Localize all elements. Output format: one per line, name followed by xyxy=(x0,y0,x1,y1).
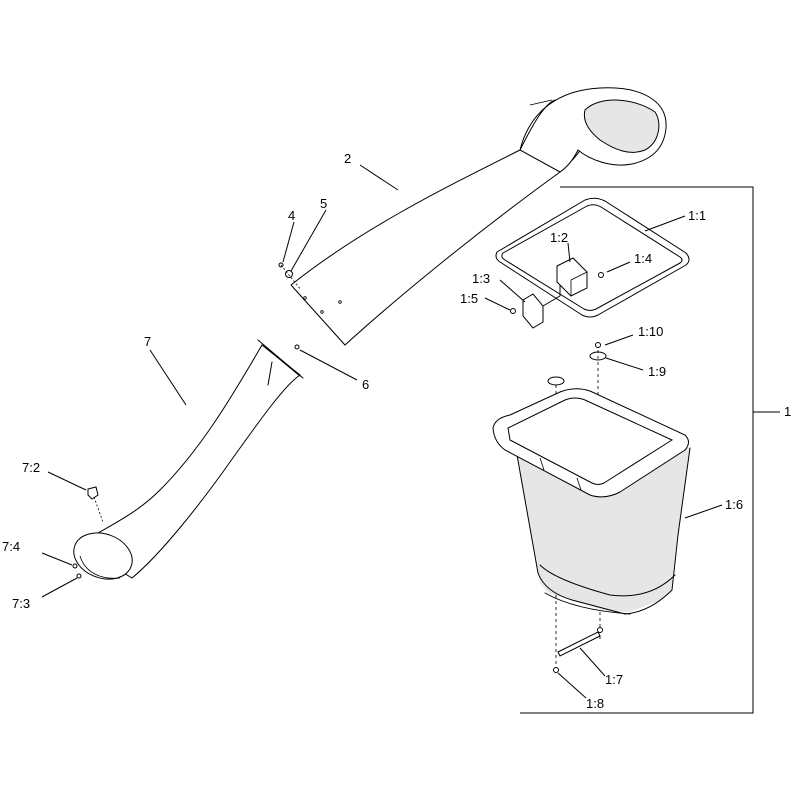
bag-frame-part xyxy=(495,197,690,329)
callout-6: 6 xyxy=(362,377,369,392)
callout-1-1: 1:1 xyxy=(688,208,706,223)
callout-5: 5 xyxy=(320,196,327,211)
callout-1-10: 1:10 xyxy=(638,324,663,339)
callout-labels: 2 4 5 6 7 7:2 7:4 7:3 1:1 1:2 1:4 1:3 1:… xyxy=(2,151,791,711)
collection-bag-part xyxy=(492,388,691,615)
callout-7-4: 7:4 xyxy=(2,539,20,554)
hardware xyxy=(72,262,302,579)
callout-1-5: 1:5 xyxy=(460,291,478,306)
callout-1-7: 1:7 xyxy=(605,672,623,687)
callout-7-2: 7:2 xyxy=(22,460,40,475)
callout-7-3: 7:3 xyxy=(12,596,30,611)
callout-1-2: 1:2 xyxy=(550,230,568,245)
callout-1-6: 1:6 xyxy=(725,497,743,512)
bolt-1-4 xyxy=(598,272,604,278)
bottom-strap xyxy=(553,595,603,673)
callout-7: 7 xyxy=(144,334,151,349)
bolt-1-5 xyxy=(510,308,516,314)
callout-2: 2 xyxy=(344,151,351,166)
callout-1-3: 1:3 xyxy=(472,271,490,286)
upper-chute-part xyxy=(290,87,667,346)
callout-1-9: 1:9 xyxy=(648,364,666,379)
callout-4: 4 xyxy=(288,208,295,223)
leader-lines xyxy=(41,164,780,714)
lower-chute-part xyxy=(73,339,304,580)
callout-1: 1 xyxy=(784,404,791,419)
callout-1-4: 1:4 xyxy=(634,251,652,266)
callout-1-8: 1:8 xyxy=(586,696,604,711)
